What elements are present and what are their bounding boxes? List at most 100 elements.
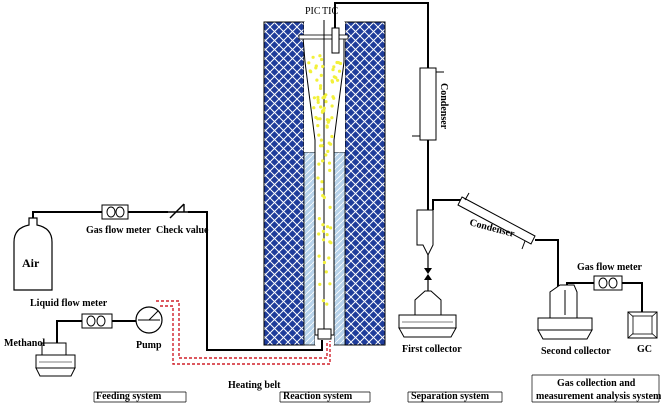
catalyst-particle (308, 69, 312, 73)
heating-belt-label: Heating belt (228, 380, 281, 391)
gc-label: GC (637, 344, 652, 355)
tic-label: TIC (322, 6, 338, 17)
air-label: Air (22, 256, 40, 270)
catalyst-particle (312, 106, 316, 110)
catalyst-particle (317, 162, 321, 166)
catalyst-particle (327, 141, 331, 145)
second-collector: Second collector (537, 284, 611, 357)
catalyst-particle (327, 256, 331, 260)
catalyst-particle (320, 144, 324, 148)
catalyst-particle (319, 138, 323, 142)
catalyst-particle (321, 238, 326, 242)
catalyst-particle (325, 124, 329, 128)
catalyst-particle (336, 78, 340, 82)
catalyst-particle (316, 124, 320, 128)
catalyst-particle (326, 225, 330, 229)
heating-belt (156, 300, 331, 365)
first-collector: First collector (398, 209, 462, 355)
section-gas-collection-1: Gas collection and (557, 378, 636, 389)
air-cylinder: Air (13, 217, 53, 291)
catalyst-particle (324, 100, 328, 104)
catalyst-particle (318, 86, 323, 90)
catalyst-particle (321, 64, 325, 69)
catalyst-particle (321, 229, 325, 233)
gas-flow-meter-right: Gas flow meter (577, 262, 643, 291)
catalyst-particle (328, 168, 332, 172)
pump: Pump (135, 306, 163, 351)
catalyst-particle (317, 232, 321, 236)
catalyst-particle (318, 282, 322, 286)
catalyst-particle (329, 226, 333, 230)
catalyst-particles (307, 54, 343, 306)
catalyst-particle (326, 149, 330, 153)
catalyst-particle (326, 120, 330, 124)
catalyst-particle (324, 153, 328, 157)
catalyst-particle (328, 282, 332, 286)
gas-flow-meter-left: Gas flow meter (86, 204, 152, 236)
catalyst-particle (319, 105, 323, 109)
catalyst-particle (330, 134, 334, 139)
catalyst-particle (338, 61, 343, 66)
liquid-flow-meter: Liquid flow meter (30, 298, 113, 329)
catalyst-particle (337, 69, 342, 73)
catalyst-particle (331, 68, 335, 72)
methanol-balance: Methanol (4, 338, 76, 377)
catalyst-particle (322, 106, 326, 110)
catalyst-particle (330, 104, 334, 108)
catalyst-particle (325, 302, 329, 306)
pic-label: PIC (305, 6, 321, 17)
section-headers: Feeding system Reaction system Separatio… (93, 374, 661, 403)
catalyst-particle (315, 78, 319, 82)
methanol-label: Methanol (4, 338, 45, 349)
section-reaction: Reaction system (283, 391, 353, 402)
catalyst-particle (320, 187, 324, 191)
catalyst-particle (307, 61, 311, 65)
catalyst-particle (317, 217, 321, 221)
condenser-vertical: Condenser (412, 67, 449, 141)
liquid-flow-meter-label: Liquid flow meter (30, 298, 108, 309)
catalyst-particle (321, 96, 325, 100)
pipes (32, 2, 643, 351)
heater-left (303, 151, 316, 346)
check-value-label: Check value (156, 225, 209, 236)
catalyst-particle (325, 233, 329, 237)
gas-flow-meter-left-label: Gas flow meter (86, 225, 152, 236)
catalyst-particle (316, 98, 320, 102)
catalyst-particle (319, 73, 323, 77)
first-collector-label: First collector (402, 344, 462, 355)
heater-right (333, 151, 346, 346)
catalyst-particle (314, 66, 318, 70)
catalyst-particle (316, 176, 320, 180)
catalyst-particle (320, 180, 324, 184)
condenser-vertical-label: Condenser (438, 83, 449, 130)
catalyst-particle (324, 270, 328, 274)
section-separation: Separation system (411, 391, 490, 402)
distributor (317, 328, 332, 340)
catalyst-particle (320, 57, 324, 62)
catalyst-particle (332, 96, 336, 100)
pump-label: Pump (136, 340, 162, 351)
catalyst-particle (318, 117, 322, 121)
catalyst-particle (316, 100, 320, 104)
catalyst-particle (311, 55, 315, 59)
catalyst-particle (321, 159, 325, 163)
second-collector-label: Second collector (541, 346, 611, 357)
condenser-inclined: Condenser (457, 192, 536, 250)
catalyst-particle (321, 223, 325, 227)
catalyst-particle (316, 95, 320, 99)
furnace-left-wall (263, 21, 305, 346)
catalyst-particle (317, 254, 321, 258)
catalyst-particle (322, 260, 327, 265)
catalyst-particle (330, 116, 334, 120)
catalyst-particle (312, 96, 316, 100)
catalyst-particle (318, 54, 322, 58)
catalyst-particle (327, 161, 332, 165)
catalyst-particle (321, 299, 325, 303)
tic-probe (331, 27, 340, 54)
gc-analyzer: GC (627, 311, 658, 355)
catalyst-particle (330, 79, 334, 83)
catalyst-particle (317, 133, 321, 137)
furnace-right-wall (344, 21, 386, 346)
